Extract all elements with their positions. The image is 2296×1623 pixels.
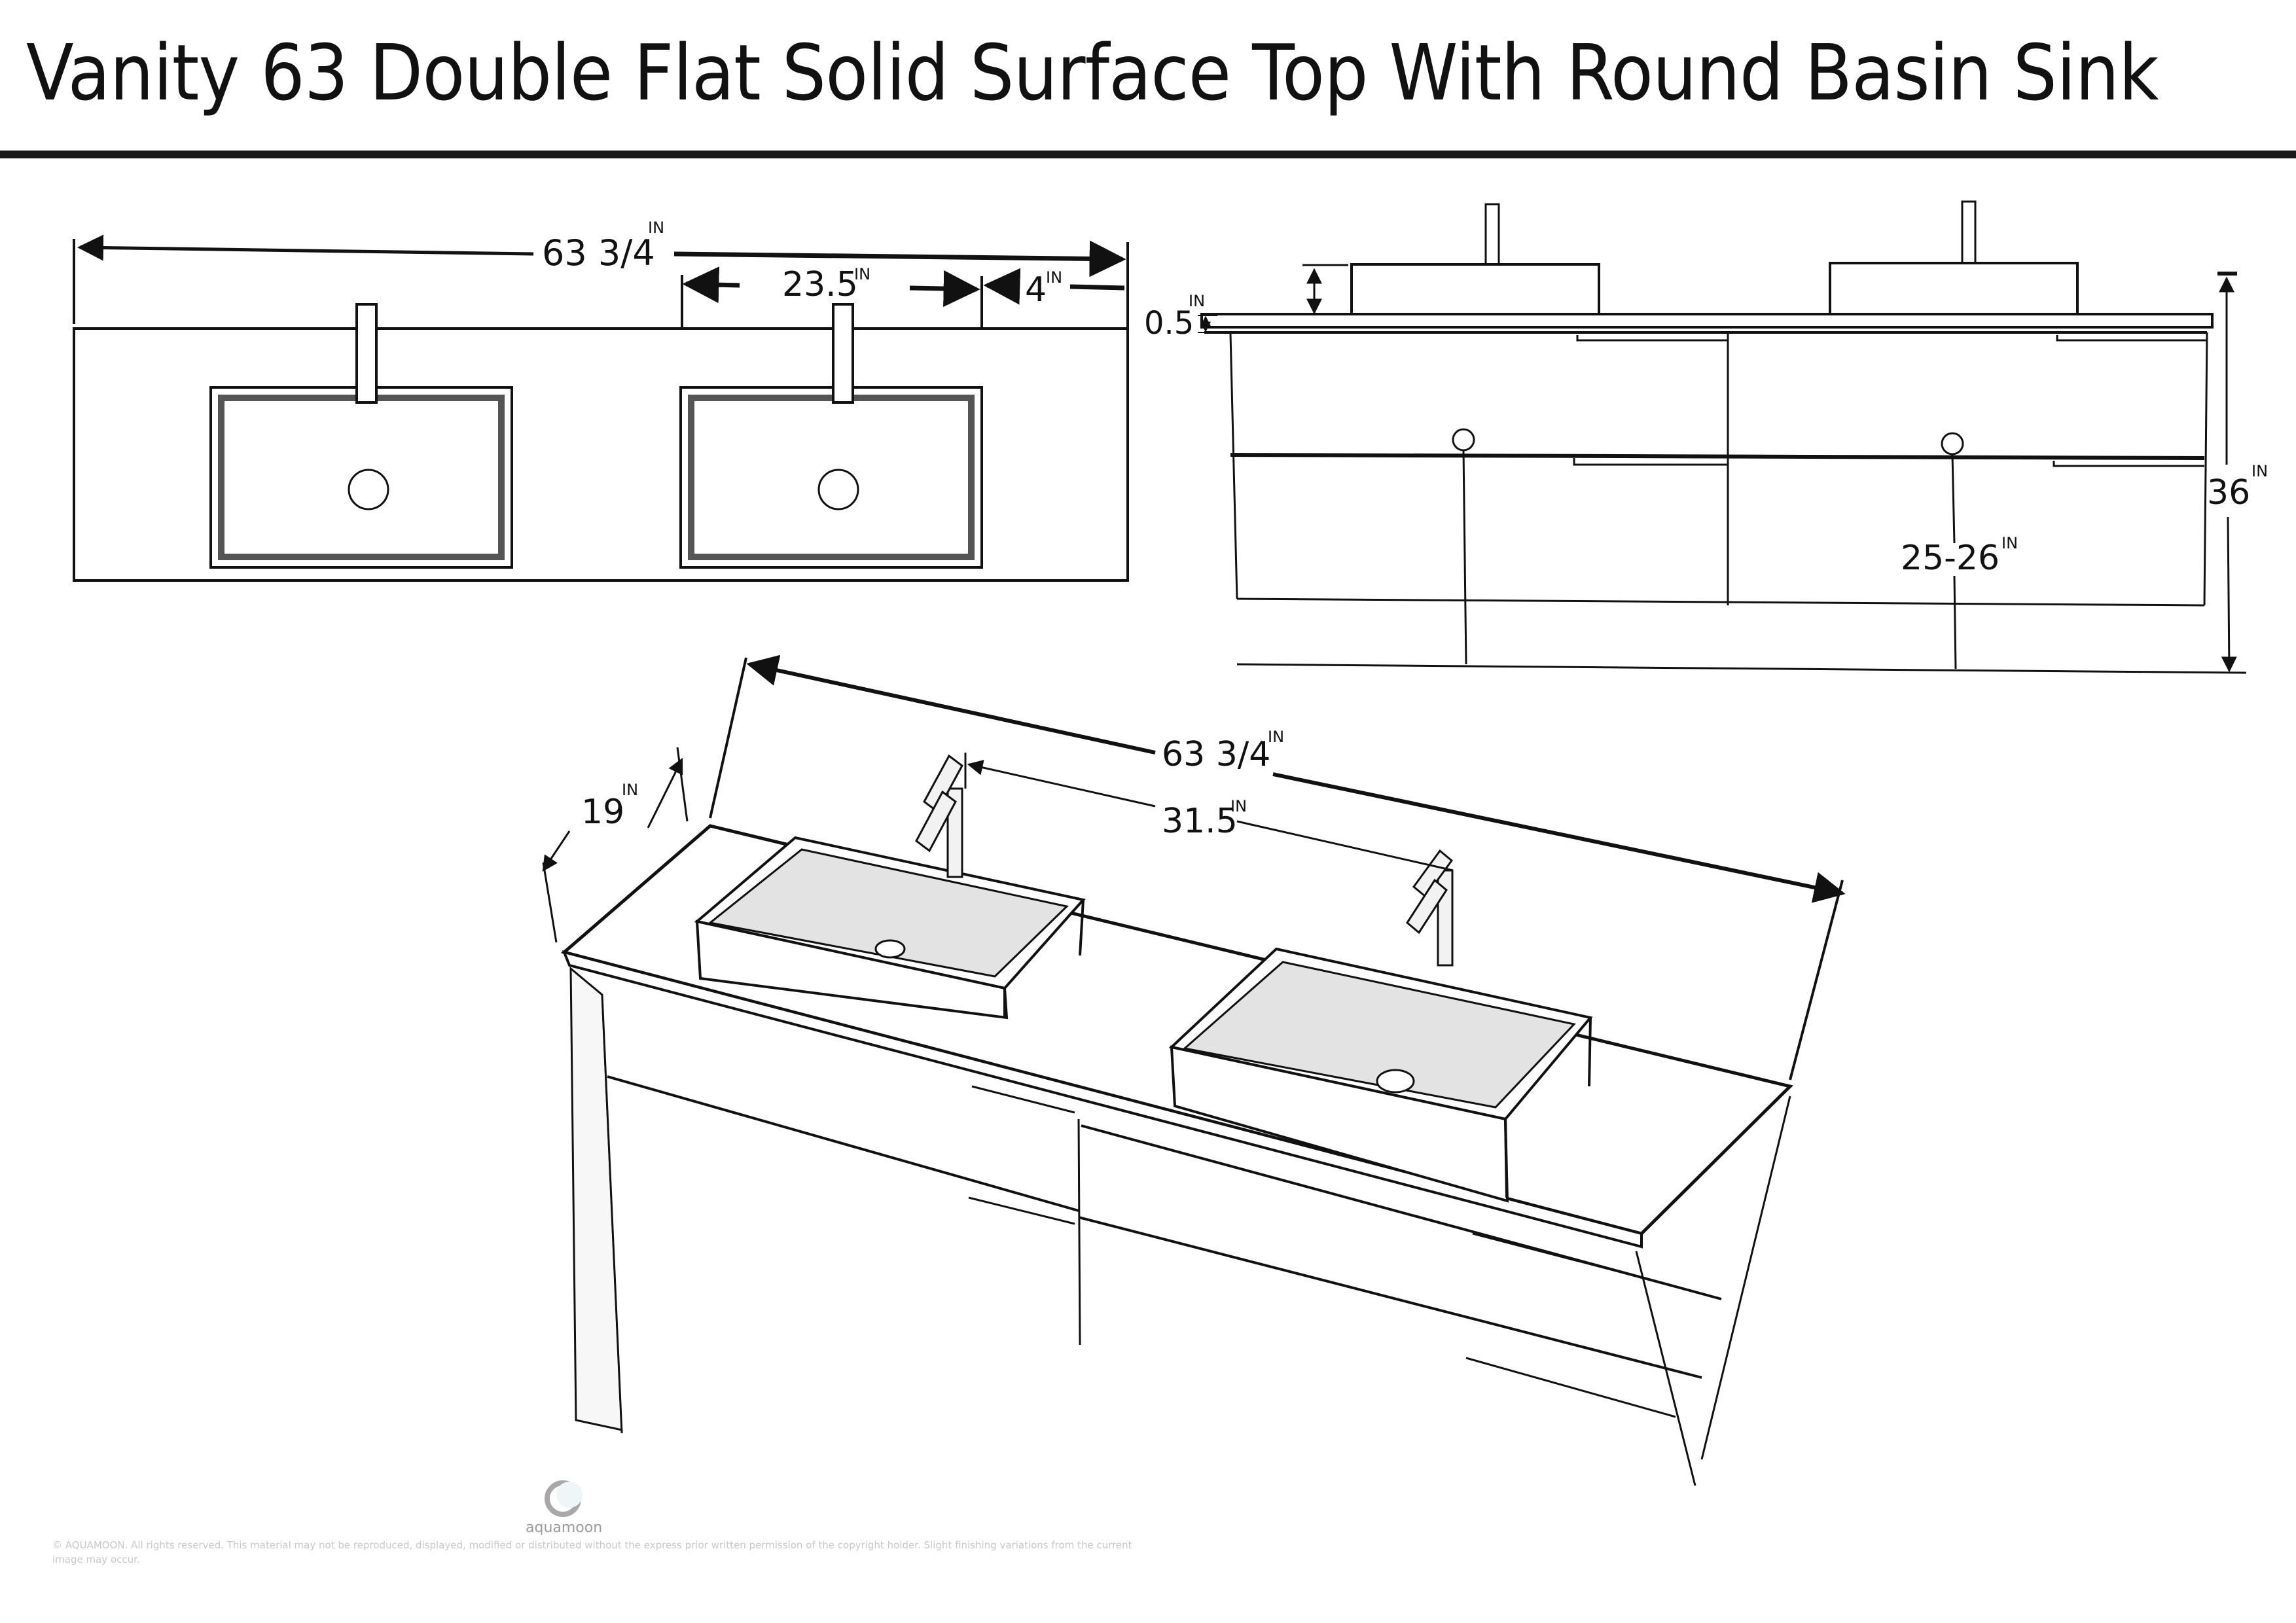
top-width-label: 63 3/4: [542, 232, 655, 274]
drain-height-label: 25-26: [1901, 539, 2000, 578]
logo-text: aquamoon: [526, 1520, 603, 1536]
unit-label: IN: [2001, 534, 2018, 552]
unit-label: IN: [622, 781, 638, 799]
height-label: 36: [2207, 473, 2250, 512]
aquamoon-logo-icon: [545, 1480, 583, 1517]
unit-label: IN: [2251, 462, 2268, 480]
depth-label: 19: [581, 793, 624, 832]
front-view: [1198, 200, 2247, 674]
title-divider: [0, 151, 2296, 158]
unit-label: IN: [1189, 292, 1205, 310]
faucet-spacing-label: 31.5: [1162, 802, 1238, 841]
page-title: Vanity 63 Double Flat Solid Surface Top …: [26, 27, 2159, 118]
iso-width-label: 63 3/4: [1162, 735, 1270, 774]
unit-label: IN: [1046, 268, 1062, 287]
unit-label: IN: [1230, 797, 1247, 815]
top-view: [73, 234, 1129, 582]
copyright-text: © AQUAMOON. All rights reserved. This ma…: [52, 1539, 1132, 1565]
basin-offset-label: 23.5: [782, 265, 858, 304]
thickness-label: 0.5: [1144, 305, 1194, 342]
unit-label: IN: [648, 219, 664, 237]
edge-offset-label: 4: [1025, 270, 1047, 310]
unit-label: IN: [854, 265, 870, 283]
unit-label: IN: [1268, 728, 1284, 746]
iso-view: [542, 654, 1846, 1486]
